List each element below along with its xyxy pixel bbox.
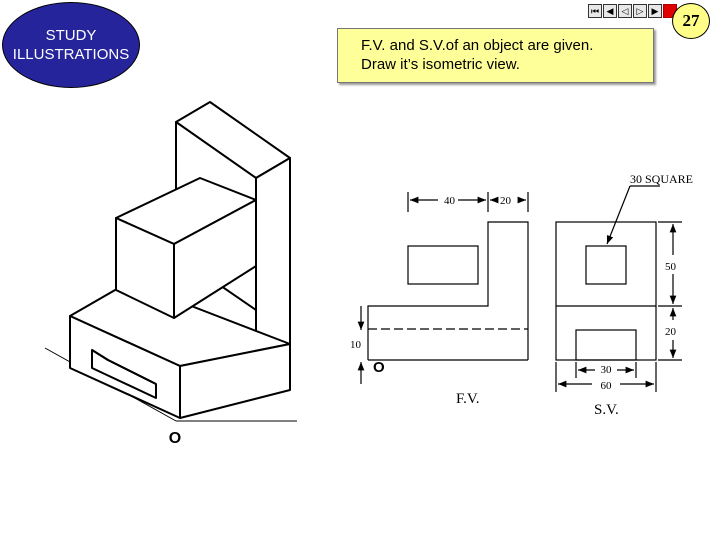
square-note-leader	[606, 185, 631, 245]
dim-50-label: 50	[665, 261, 677, 273]
next-slide-icon: ▶	[651, 5, 659, 16]
side-view	[555, 185, 682, 392]
problem-statement-line-2: Draw it’s isometric view.	[361, 56, 520, 73]
back-icon: ◁	[621, 5, 629, 16]
next-slide-button[interactable]: ▶	[648, 4, 662, 18]
dim-60-label: 60	[601, 380, 613, 392]
fv-origin-label: O	[373, 359, 385, 376]
fv-square-block	[407, 245, 479, 285]
sv-caption: S.V.	[594, 402, 619, 418]
base-slot-top-edge	[91, 349, 157, 385]
forward-button[interactable]: ▷	[633, 4, 647, 18]
dim-sv-20-label: 20	[665, 326, 677, 338]
slide-number-badge: 27	[672, 3, 710, 39]
dim-20-label: 20	[500, 195, 512, 207]
first-slide-icon: ⏮	[590, 5, 600, 16]
dim-10-label: 10	[350, 339, 362, 351]
iso-origin-label: O	[169, 430, 181, 447]
study-illustrations-badge: STUDY ILLUSTRATIONS	[2, 2, 140, 88]
back-button[interactable]: ◁	[618, 4, 632, 18]
slide-number: 27	[682, 11, 700, 30]
square-note-label: 30 SQUARE	[630, 172, 693, 186]
first-slide-button[interactable]: ⏮	[588, 4, 602, 18]
sv-slot	[575, 329, 637, 361]
isometric-view	[44, 101, 297, 422]
badge-line-2: ILLUSTRATIONS	[12, 46, 130, 63]
dim-40-label: 40	[444, 195, 456, 207]
front-view	[357, 192, 529, 384]
badge-line-1: STUDY	[45, 27, 97, 44]
cube-right-face	[173, 199, 257, 319]
fv-outline	[367, 221, 529, 360]
previous-slide-button[interactable]: ◀	[603, 4, 617, 18]
end-show-icon: ■	[667, 5, 673, 16]
forward-icon: ▷	[636, 5, 644, 16]
previous-slide-icon: ◀	[606, 5, 614, 16]
sv-outline	[555, 221, 657, 361]
problem-statement-line-1: F.V. and S.V.of an object are given.	[361, 37, 594, 54]
sv-square-block	[585, 245, 627, 285]
slide-navigation-bar: ⏮ ◀ ◁ ▷ ▶ ■	[588, 4, 677, 18]
problem-statement-box: F.V. and S.V.of an object are given. Dra…	[337, 28, 654, 83]
dim-30-label: 30	[601, 364, 613, 376]
fv-caption: F.V.	[456, 391, 480, 407]
